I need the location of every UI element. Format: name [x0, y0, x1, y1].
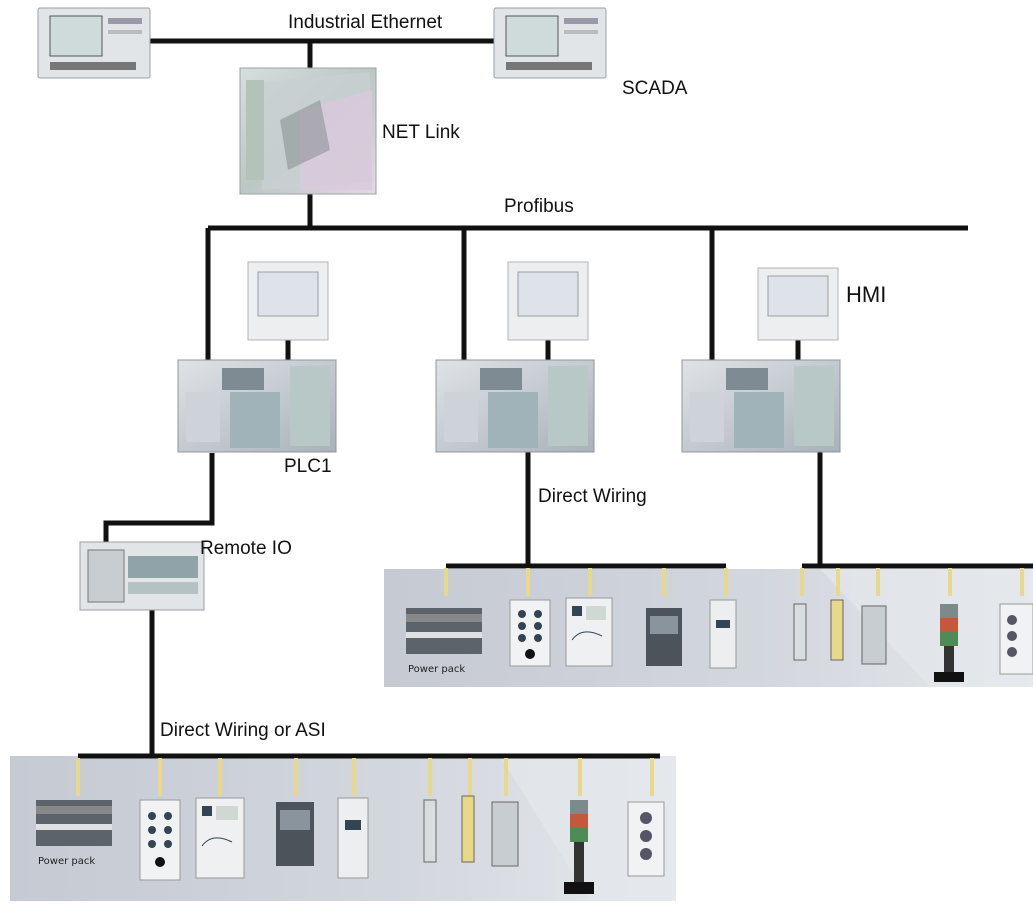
workstation-scada-icon [493, 7, 607, 79]
relay-icon [337, 797, 369, 879]
contactor-icon [646, 608, 682, 666]
signal-tower-icon [564, 800, 594, 894]
push-button-station-2-icon [999, 603, 1033, 675]
profibus-label: Profibus [504, 196, 574, 217]
bus-lines [78, 38, 1033, 759]
power-pack-label: Power pack [408, 664, 465, 675]
plc1-label: PLC1 [284, 456, 332, 477]
hmi-label: HMI [846, 282, 887, 307]
scada-label: SCADA [622, 78, 688, 99]
net-link-label: NET Link [382, 122, 460, 143]
field-wires-bottom [76, 758, 654, 796]
sensor-icon [423, 795, 519, 867]
control-unit-icon [195, 797, 245, 879]
push-button-station-icon [509, 599, 551, 667]
push-button-station-2-icon [627, 801, 665, 877]
hmi-panel-3-icon [757, 267, 839, 341]
contactor-icon [276, 802, 314, 866]
direct-wiring-or-asi-label: Direct Wiring or ASI [160, 720, 326, 741]
push-button-station-icon [139, 799, 181, 881]
industrial-ethernet-label: Industrial Ethernet [288, 12, 443, 33]
field-devices-panel-right [384, 569, 1033, 687]
power-pack-icon: Power pack [36, 800, 112, 867]
signal-tower-icon [934, 604, 964, 682]
hmi-panel-1-icon [247, 261, 329, 341]
hmi-panel-2-icon [507, 261, 589, 341]
power-pack-label: Power pack [38, 856, 95, 867]
control-unit-icon [565, 597, 613, 667]
net-link-gateway-icon [239, 67, 377, 195]
power-pack-icon: Power pack [406, 608, 482, 675]
plc-rack-1-icon [177, 359, 337, 453]
plc-rack-3-icon [681, 359, 841, 453]
relay-icon [709, 599, 737, 669]
plc1-to-remote-io [103, 453, 215, 544]
sensor-icon [793, 599, 887, 665]
remote-io-label: Remote IO [200, 538, 292, 559]
workstation-left-icon [37, 7, 151, 79]
remote-io-icon [79, 541, 205, 611]
plc-rack-2-icon [435, 359, 595, 453]
direct-wiring-label: Direct Wiring [538, 486, 647, 507]
field-wires-right [444, 568, 1024, 596]
